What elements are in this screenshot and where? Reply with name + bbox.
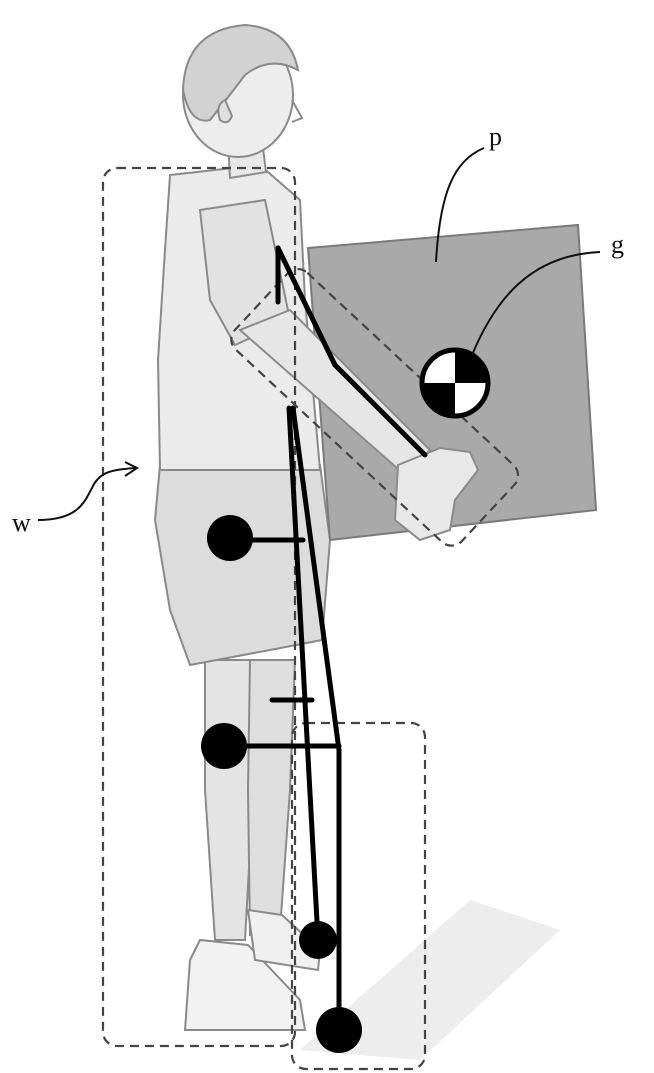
heel-joint [316, 1007, 362, 1053]
label-g: g [611, 230, 624, 259]
nose [292, 100, 302, 122]
center-of-gravity-symbol [422, 350, 488, 416]
w-leader [38, 468, 135, 520]
label-w: w [12, 508, 31, 537]
label-p: p [489, 122, 502, 151]
knee-joint [201, 723, 247, 769]
hip-joint [207, 515, 253, 561]
ankle-joint [299, 921, 337, 959]
